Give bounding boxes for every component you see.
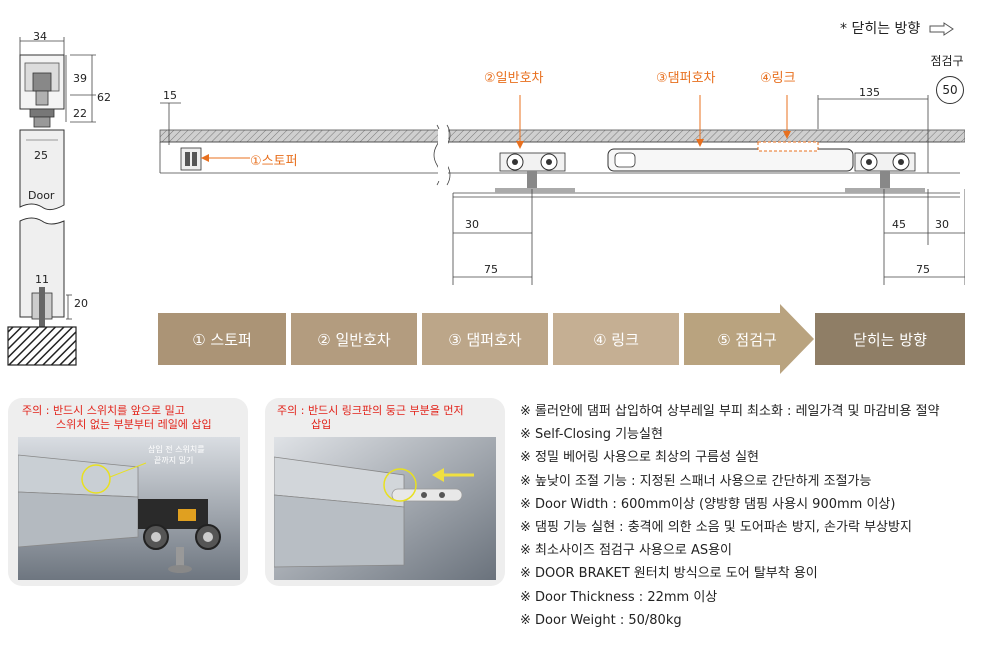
spec-list: ※ 롤러안에 댐퍼 삽입하여 상부레일 부피 최소화 : 레일가격 및 마감비용… bbox=[520, 400, 940, 632]
closing-direction-label: * 닫히는 방향 bbox=[840, 21, 921, 37]
dim-width-25: 25 bbox=[34, 149, 48, 162]
dim-height-20: 20 bbox=[74, 297, 88, 310]
inspection-value: 50 bbox=[936, 76, 964, 104]
step-4: ④ 링크 bbox=[593, 330, 639, 349]
dim-75-right: 75 bbox=[916, 263, 930, 276]
dim-15: 15 bbox=[163, 89, 177, 102]
label-link: ④링크 bbox=[760, 71, 796, 86]
label-normal-roller: ②일반호차 bbox=[484, 71, 544, 86]
step-final-bg bbox=[815, 313, 965, 365]
note-1-warning: 주의 : 반드시 스위치를 앞으로 밀고 스위치 없는 부분부터 레일에 삽입 bbox=[22, 404, 252, 432]
spec-item: ※ 댐핑 기능 실현 : 충격에 의한 소음 및 도어파손 방지, 손가락 부상… bbox=[520, 520, 912, 536]
inspection-label: 점검구 bbox=[930, 54, 964, 68]
note-1-callout-line2: 끝까지 밀기 bbox=[154, 456, 194, 465]
spec-item: ※ Self-Closing 기능실현 bbox=[520, 427, 663, 443]
note-2-warning: 주의 : 반드시 링크판의 둥근 부분을 먼저 삽입 bbox=[277, 404, 507, 432]
note-1-callout-line1: 삽입 전 스위치를 bbox=[148, 445, 205, 454]
dim-height-39: 39 bbox=[73, 72, 87, 85]
step-bar-background bbox=[158, 304, 814, 374]
note-1-warning-line1: 주의 : 반드시 스위치를 앞으로 밀고 bbox=[22, 404, 185, 417]
dim-30-left: 30 bbox=[465, 218, 479, 231]
note-1-callout: 삽입 전 스위치를 끝까지 밀기 bbox=[148, 444, 205, 466]
spec-item: ※ DOOR BRAKET 원터치 방식으로 도어 탈부착 용이 bbox=[520, 566, 818, 582]
arrow-right-icon bbox=[929, 22, 954, 36]
dim-height-22: 22 bbox=[73, 107, 87, 120]
step-5: ⑤ 점검구 bbox=[717, 330, 777, 349]
dim-height-62: 62 bbox=[97, 91, 111, 104]
note-1-warning-line2: 스위치 없는 부분부터 레일에 삽입 bbox=[56, 418, 212, 431]
note-2-warning-line1: 주의 : 반드시 링크판의 둥근 부분을 먼저 bbox=[277, 404, 464, 417]
note-2-warning-line2: 삽입 bbox=[311, 418, 332, 431]
closing-direction-indicator: * 닫히는 방향 bbox=[840, 18, 955, 38]
dim-45: 45 bbox=[892, 218, 906, 231]
spec-item: ※ Door Width : 600mm이상 (양방향 댐핑 사용시 900mm… bbox=[520, 496, 896, 512]
dim-135: 135 bbox=[859, 86, 880, 99]
dim-width-34: 34 bbox=[33, 30, 47, 43]
note-2-illustration bbox=[274, 437, 496, 580]
spec-item: ※ Door Weight : 50/80kg bbox=[520, 612, 682, 628]
label-damper-roller: ③댐퍼호차 bbox=[656, 71, 716, 86]
door-label: Door bbox=[28, 189, 55, 202]
spec-item: ※ 최소사이즈 점검구 사용으로 AS용이 bbox=[520, 543, 733, 559]
dim-30-right: 30 bbox=[935, 218, 949, 231]
spec-item: ※ 정밀 베어링 사용으로 최상의 구름성 실현 bbox=[520, 450, 760, 466]
step-2: ② 일반호차 bbox=[317, 330, 391, 349]
spec-item: ※ Door Thickness : 22mm 이상 bbox=[520, 589, 718, 605]
rail-diagram bbox=[159, 95, 965, 285]
spec-item: ※ 롤러안에 댐퍼 삽입하여 상부레일 부피 최소화 : 레일가격 및 마감비용… bbox=[520, 404, 940, 419]
label-stopper: ①스토퍼 bbox=[250, 154, 298, 169]
cross-section-drawing bbox=[7, 37, 96, 366]
dim-width-11: 11 bbox=[35, 273, 49, 286]
step-final: 닫히는 방향 bbox=[853, 330, 927, 349]
note-1-illustration bbox=[18, 437, 240, 580]
step-1: ① 스토퍼 bbox=[192, 330, 252, 349]
spec-item: ※ 높낮이 조절 기능 : 지정된 스패너 사용으로 간단하게 조절가능 bbox=[520, 473, 872, 489]
dim-75-left: 75 bbox=[484, 263, 498, 276]
step-3: ③ 댐퍼호차 bbox=[448, 330, 522, 349]
